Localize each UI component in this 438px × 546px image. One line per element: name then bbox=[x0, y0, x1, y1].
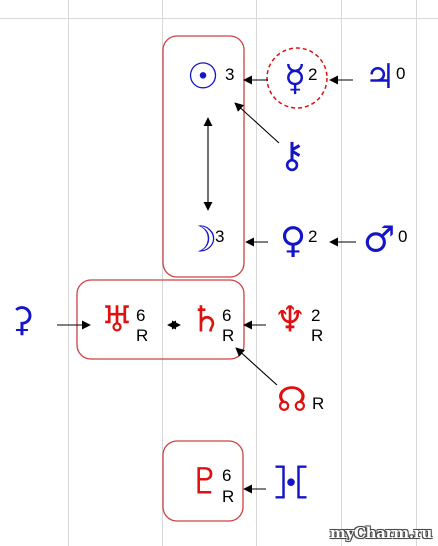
chiron-glyph: ⚷ bbox=[279, 136, 305, 177]
pluto-glyph: ♇ bbox=[189, 462, 221, 503]
saturn-retro: R bbox=[222, 326, 234, 345]
mercury-degree: 2 bbox=[308, 65, 317, 84]
arrow-node-saturn bbox=[235, 347, 278, 386]
saturn-degree: 6 bbox=[222, 306, 231, 325]
saturn-glyph: ♄ bbox=[190, 300, 222, 341]
node-glyph: ☊ bbox=[277, 380, 307, 420]
mars-degree: 0 bbox=[398, 227, 407, 246]
arrow-chiron-sun bbox=[234, 102, 280, 144]
pluto-degree: 6 bbox=[222, 466, 231, 485]
venus-glyph: ♀ bbox=[280, 221, 306, 262]
mars-glyph: ♂ bbox=[363, 220, 395, 261]
neptune-degree: 2 bbox=[311, 306, 320, 325]
ceres-glyph: ⚳ bbox=[10, 300, 35, 340]
watermark-logo: myCharm.ru bbox=[330, 524, 432, 542]
proserpina-glyph: ⯘ bbox=[274, 462, 309, 502]
moon-degree: 3 bbox=[215, 227, 224, 246]
mercury-highlight-circle bbox=[266, 47, 328, 109]
uranus-glyph: ♅ bbox=[101, 300, 133, 341]
node-retro: R bbox=[312, 394, 324, 413]
neptune-glyph: ♆ bbox=[274, 300, 306, 341]
uranus-retro: R bbox=[136, 326, 148, 345]
sun-glyph: ☉ bbox=[187, 57, 219, 98]
uranus-saturn-box bbox=[76, 279, 245, 360]
jupiter-degree: 0 bbox=[396, 64, 405, 83]
moon-glyph: ☽ bbox=[185, 220, 217, 261]
sun-degree: 3 bbox=[225, 65, 234, 84]
pluto-box bbox=[162, 440, 244, 522]
mercury-glyph: ☿ bbox=[284, 59, 306, 100]
pluto-retro: R bbox=[222, 487, 234, 506]
sun-moon-box bbox=[162, 35, 245, 278]
venus-degree: 2 bbox=[308, 227, 317, 246]
jupiter-glyph: ♃ bbox=[365, 57, 395, 97]
arrows bbox=[57, 75, 356, 494]
neptune-retro: R bbox=[311, 326, 323, 345]
uranus-degree: 6 bbox=[136, 306, 145, 325]
